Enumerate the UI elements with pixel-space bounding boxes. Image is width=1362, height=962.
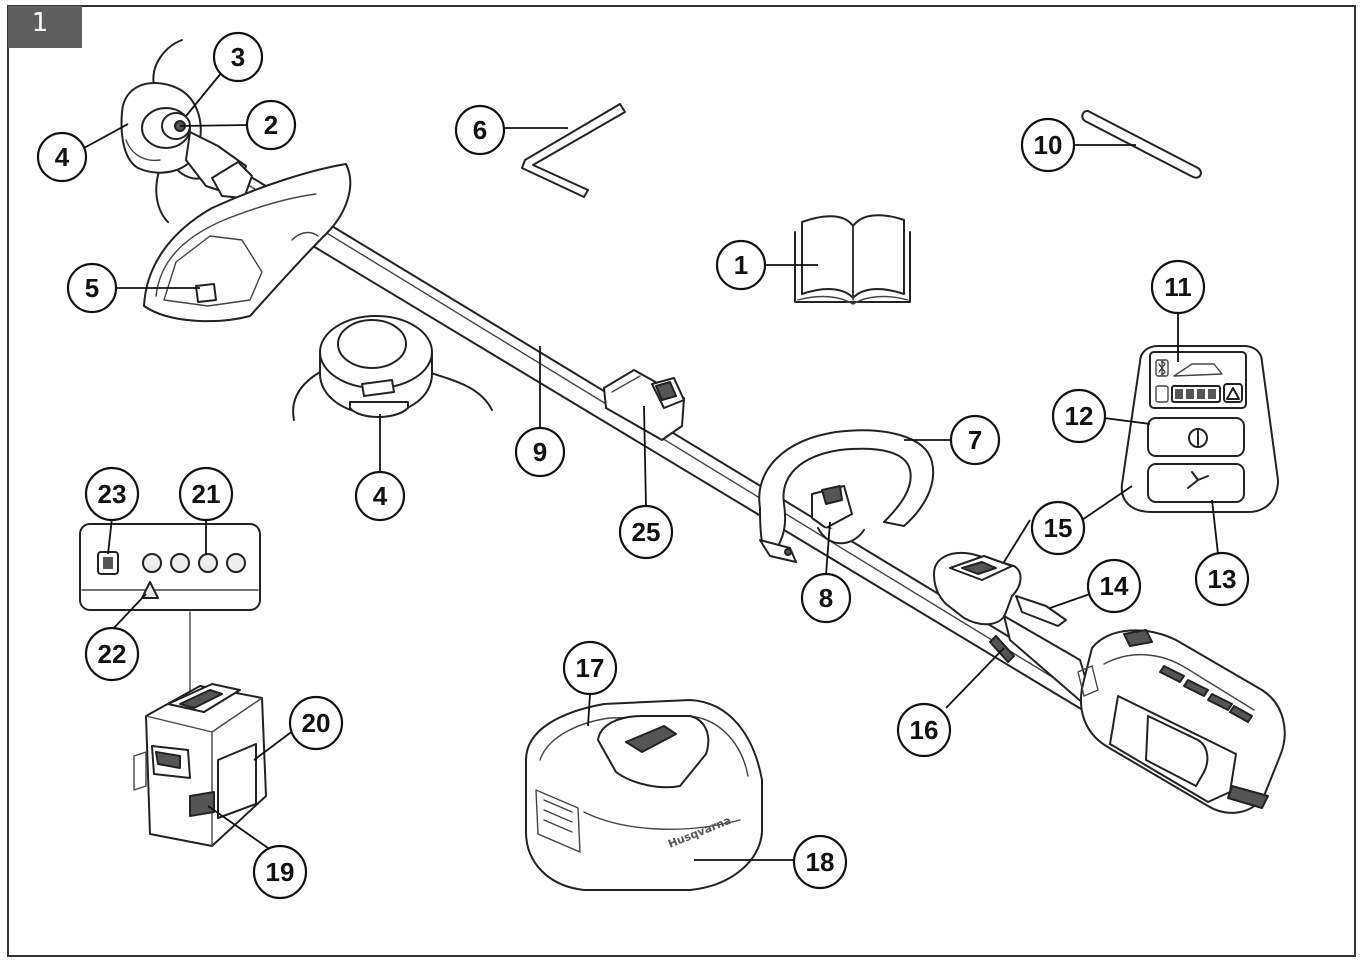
- svg-text:7: 7: [968, 425, 982, 455]
- callout-14: 14: [1086, 558, 1142, 614]
- figure-number-tag: [8, 6, 82, 48]
- callout-13: 13: [1194, 551, 1250, 607]
- callout-22: 22: [84, 626, 140, 682]
- svg-text:14: 14: [1100, 571, 1129, 601]
- savE-mode-icon: [1187, 471, 1209, 489]
- callout-19: 19: [252, 844, 308, 900]
- callout-8: 8: [800, 572, 852, 624]
- svg-text:17: 17: [576, 653, 605, 683]
- trimmer-head-assembly: [120, 39, 352, 323]
- callouts: 1 2 3 4 4 5 6 7 8 9 10 11 12 13 14 15 16…: [36, 31, 1250, 900]
- figure-number: 1: [32, 8, 49, 38]
- svg-text:12: 12: [1065, 401, 1094, 431]
- loop-handle: [758, 429, 935, 563]
- lock-icon: [1155, 385, 1169, 403]
- svg-text:25: 25: [632, 517, 661, 547]
- callout-21: 21: [178, 466, 234, 522]
- callout-11: 11: [1150, 259, 1206, 315]
- motor-battery-housing: [1077, 629, 1286, 814]
- callout-25: 25: [618, 504, 674, 560]
- svg-text:19: 19: [266, 857, 295, 887]
- svg-text:22: 22: [98, 639, 127, 669]
- svg-text:8: 8: [819, 583, 833, 613]
- callout-4-lower: 4: [354, 470, 406, 522]
- callout-9: 9: [514, 426, 566, 478]
- battery-pack: [133, 683, 267, 847]
- callout-16: 16: [896, 702, 952, 758]
- callout-2: 2: [245, 99, 297, 151]
- callout-7: 7: [949, 414, 1001, 466]
- keypad-detail: [1120, 345, 1279, 513]
- callout-23: 23: [84, 466, 140, 522]
- svg-text:2: 2: [264, 110, 278, 140]
- hex-key-icon: [521, 103, 626, 198]
- shaft-clamp: [603, 369, 685, 441]
- svg-text:23: 23: [98, 479, 127, 509]
- svg-text:3: 3: [231, 42, 245, 72]
- svg-text:11: 11: [1164, 272, 1192, 302]
- warning-icon: [1223, 383, 1243, 403]
- svg-text:6: 6: [473, 115, 487, 145]
- svg-text:5: 5: [85, 273, 99, 303]
- callout-3: 3: [212, 31, 264, 83]
- callout-15: 15: [1030, 500, 1086, 556]
- callout-10: 10: [1020, 117, 1076, 173]
- battery-connector-detail: [79, 523, 261, 697]
- callout-17: 17: [562, 640, 618, 696]
- svg-text:9: 9: [533, 437, 547, 467]
- leader-lines: [83, 71, 1219, 861]
- manual-book-icon: [794, 214, 911, 305]
- callout-12: 12: [1051, 388, 1107, 444]
- spare-trimmer-head: [292, 315, 493, 421]
- callout-18: 18: [792, 834, 848, 890]
- svg-text:21: 21: [192, 479, 221, 509]
- svg-text:1: 1: [734, 250, 748, 280]
- svg-text:13: 13: [1208, 564, 1237, 594]
- svg-text:4: 4: [55, 142, 70, 172]
- svg-text:20: 20: [302, 708, 331, 738]
- pin-tool-icon: [1081, 110, 1202, 179]
- callout-5: 5: [66, 262, 118, 314]
- figure-frame: [7, 5, 1356, 957]
- power-button-icon: [1188, 428, 1208, 448]
- svg-text:18: 18: [806, 847, 835, 877]
- battery-level-icon: [1171, 385, 1221, 403]
- bluetooth-icon: [1155, 359, 1169, 377]
- callout-20: 20: [288, 695, 344, 751]
- svg-text:4: 4: [373, 481, 388, 511]
- battery-charger: Husqvarna: [525, 699, 763, 891]
- callout-6: 6: [454, 104, 506, 156]
- callout-4-upper: 4: [36, 131, 88, 183]
- svg-text:10: 10: [1034, 130, 1063, 160]
- callout-1: 1: [715, 239, 767, 291]
- svg-text:16: 16: [910, 715, 939, 745]
- svg-text:15: 15: [1044, 513, 1073, 543]
